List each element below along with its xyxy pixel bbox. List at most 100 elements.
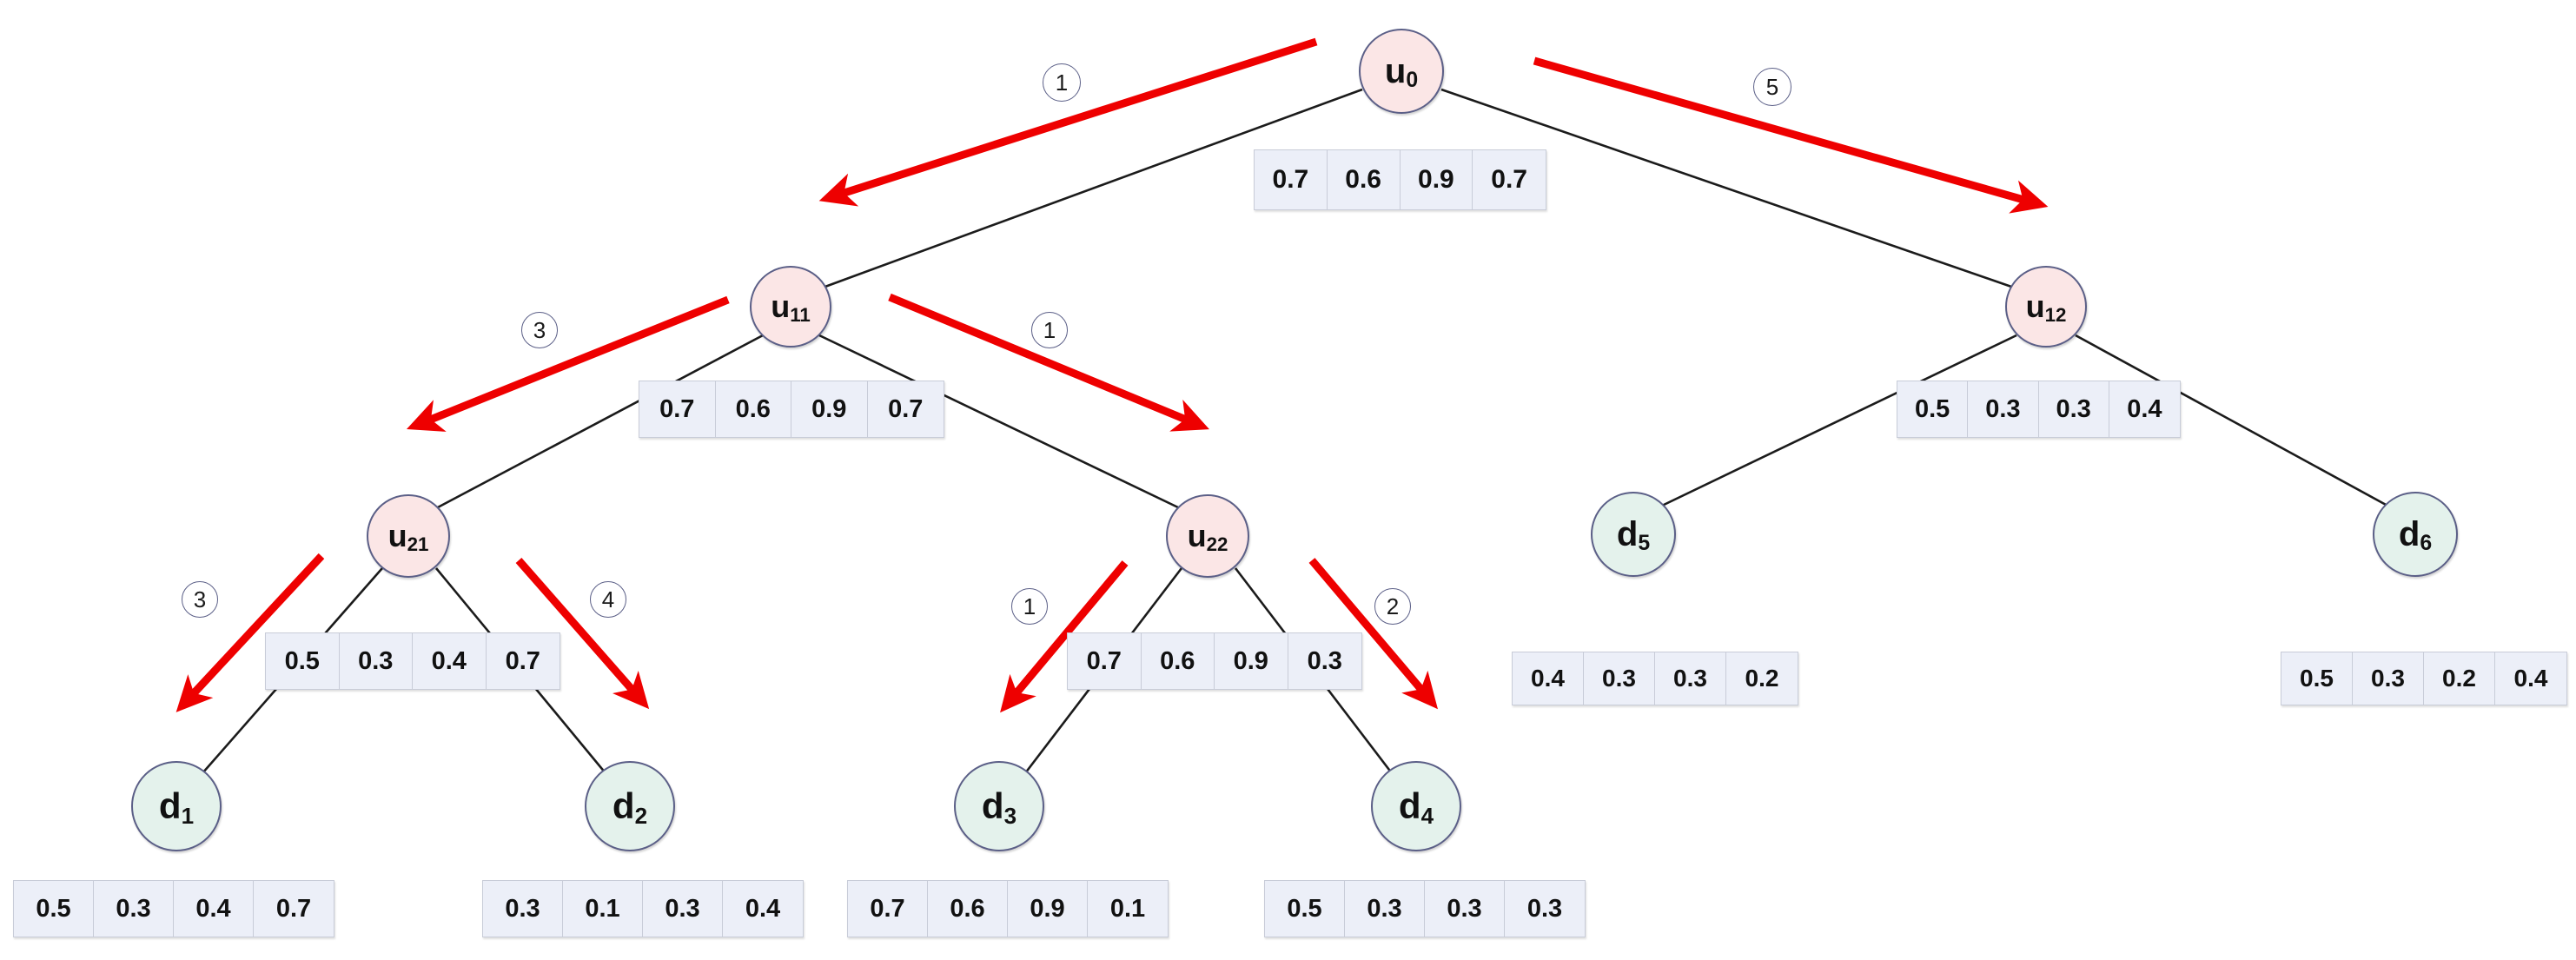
tree-edge-u12-d6 [2075, 334, 2388, 507]
node-label-d3: d3 [981, 785, 1017, 829]
feature-cell: 0.4 [2495, 652, 2566, 705]
node-label-d1: d1 [158, 785, 195, 829]
tree-node-d6[interactable]: d6 [2373, 492, 2458, 577]
feature-cell: 0.1 [1088, 881, 1168, 937]
badge-3-u11-left: 3 [521, 312, 558, 348]
feature-cell: 0.2 [2424, 652, 2495, 705]
feature-cell: 0.6 [1141, 633, 1215, 689]
feature-cell: 0.3 [339, 633, 413, 689]
feature-cell: 0.7 [867, 381, 944, 437]
arrow-u22-left [1000, 560, 1129, 713]
node-label-d6: d6 [2398, 515, 2433, 556]
badge-3-u21-left: 3 [182, 581, 218, 618]
tree-edge-u0-u12 [1440, 88, 2015, 289]
tree-node-u12[interactable]: u12 [2005, 266, 2087, 348]
feature-cell: 0.3 [1655, 652, 1726, 705]
feature-cell: 0.3 [2353, 652, 2424, 705]
feature-cell: 0.3 [1968, 381, 2039, 437]
tree-edge-u11-u22 [818, 334, 1181, 510]
feature-cell: 0.4 [2109, 381, 2180, 437]
feature-cell: 0.6 [928, 881, 1008, 937]
arrow-u21-right [515, 558, 650, 710]
feature-cell: 0.2 [1726, 652, 1798, 705]
node-label-u0: u0 [1384, 52, 1419, 93]
feature-cell: 0.9 [1215, 633, 1288, 689]
feature-cell: 0.4 [1513, 652, 1584, 705]
feature-cell: 0.3 [1584, 652, 1655, 705]
node-label-u12: u12 [2025, 288, 2067, 326]
feature-cell: 0.3 [1345, 881, 1425, 937]
arrow-u11-right [888, 293, 1209, 432]
feature-cell: 0.3 [1425, 881, 1505, 937]
feature-cell: 0.5 [1897, 381, 1969, 437]
feature-cell: 0.7 [1473, 150, 1546, 209]
node-label-d5: d5 [1616, 515, 1651, 556]
feature-cell: 0.7 [254, 881, 334, 937]
feature-cell: 0.6 [1327, 150, 1401, 209]
tree-node-u11[interactable]: u11 [750, 266, 831, 348]
node-label-u11: u11 [771, 288, 811, 326]
feature-cell: 0.5 [266, 633, 340, 689]
arrow-u22-right [1308, 558, 1438, 710]
tree-node-u21[interactable]: u21 [367, 494, 450, 578]
badge-1-u22-left: 1 [1011, 588, 1048, 625]
feature-cell: 0.9 [791, 381, 868, 437]
node-label-d4: d4 [1398, 785, 1434, 829]
feature-cell: 0.5 [1265, 881, 1345, 937]
node-label-d2: d2 [612, 785, 648, 829]
tree-node-d5[interactable]: d5 [1591, 492, 1676, 577]
feature-cell: 0.4 [413, 633, 487, 689]
arrow-u11-left [406, 295, 730, 432]
feature-cell: 0.3 [1505, 881, 1585, 937]
feature-cell: 0.3 [2038, 381, 2109, 437]
feature-cell: 0.7 [848, 881, 928, 937]
tree-edge-u11-u21 [435, 334, 764, 510]
badge-4-u21-right: 4 [590, 581, 626, 618]
tree-node-u22[interactable]: u22 [1166, 494, 1249, 578]
tree-node-d4[interactable]: d4 [1371, 761, 1461, 851]
feature-cell: 0.9 [1008, 881, 1088, 937]
badge-5-root-right: 5 [1753, 68, 1791, 106]
tree-node-d3[interactable]: d3 [954, 761, 1044, 851]
traversal-arrow-group [175, 37, 2049, 713]
tree-edge-u12-d5 [1661, 334, 2017, 507]
node-label-u22: u22 [1187, 518, 1228, 555]
feature-cell: 0.5 [2281, 652, 2353, 705]
feature-cell: 0.4 [723, 881, 803, 937]
tree-node-d1[interactable]: d1 [131, 761, 222, 851]
badge-2-u22-right: 2 [1374, 588, 1411, 625]
feature-cell: 0.7 [486, 633, 560, 689]
feature-cell: 0.5 [14, 881, 94, 937]
node-label-u21: u21 [387, 518, 429, 555]
arrow-u0-left [818, 37, 1318, 207]
badge-1-u11-right: 1 [1031, 312, 1068, 348]
tree-edge-u0-u11 [822, 88, 1363, 289]
badge-1-root-left: 1 [1043, 63, 1081, 102]
feature-cell: 0.3 [643, 881, 723, 937]
feature-cell: 0.1 [563, 881, 643, 937]
feature-cell: 0.6 [715, 381, 791, 437]
feature-cell: 0.7 [1255, 150, 1328, 209]
feature-cell: 0.9 [1400, 150, 1473, 209]
arrow-u0-right [1533, 56, 2049, 214]
feature-cell: 0.3 [1288, 633, 1361, 689]
tree-node-u0[interactable]: u0 [1359, 29, 1444, 114]
feature-cell: 0.3 [483, 881, 563, 937]
feature-cell: 0.3 [94, 881, 174, 937]
tree-node-d2[interactable]: d2 [585, 761, 675, 851]
feature-cell: 0.7 [639, 381, 716, 437]
feature-cell: 0.4 [174, 881, 254, 937]
